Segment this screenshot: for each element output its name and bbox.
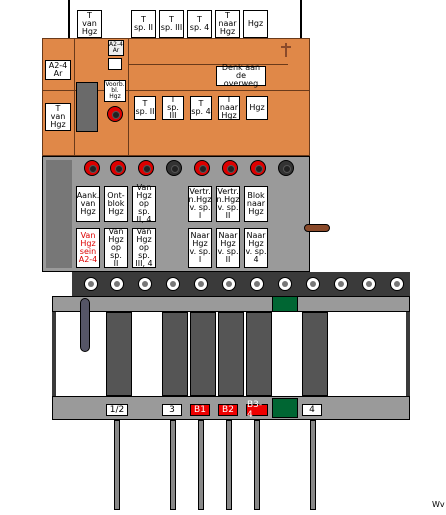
grey-plate: Vertr. n.Hgz v. sp. I [188, 186, 212, 222]
rod-assembly [246, 312, 272, 396]
lever-4[interactable] [166, 277, 180, 291]
top-plate: T sp. 4 [187, 10, 212, 38]
lever-7[interactable] [250, 277, 264, 291]
mid-plate: T naar Hgz [218, 95, 240, 120]
red-button[interactable] [107, 106, 123, 122]
frame-leg [52, 312, 56, 396]
lever-2[interactable] [110, 277, 124, 291]
knob-2[interactable] [110, 160, 126, 176]
grey-plate: Blok naar Hgz [244, 186, 268, 222]
rod-assembly [302, 312, 328, 396]
switch-label: A2-4 Ar [108, 40, 124, 56]
rod [170, 420, 176, 510]
grey-plate: Van Hgz op sp. III, 4 [132, 228, 156, 268]
top-plate: T naar Hgz [215, 10, 240, 38]
grey-plate: Naar Hgz v. sp. 4 [244, 228, 268, 268]
rod-label: 1/2 [106, 404, 128, 416]
mid-plate: Hgz [246, 96, 268, 120]
dark-strip [46, 160, 72, 268]
signature: Wv [432, 500, 445, 509]
green-panel [272, 398, 298, 418]
lever-6[interactable] [222, 277, 236, 291]
rod [114, 420, 120, 510]
crank-handle[interactable] [304, 224, 330, 232]
lever-12[interactable] [390, 277, 404, 291]
rod-label: B3-4 [246, 400, 268, 420]
plate-voorbl: Voorb. bl. Hgz [104, 80, 126, 102]
lever-1[interactable] [84, 277, 98, 291]
grey-plate: Van Hgz sein A2-4 [76, 228, 100, 268]
green-panel [272, 296, 298, 312]
lever-bar [72, 272, 410, 296]
grey-plate: Ont- blok Hgz [104, 186, 128, 222]
lever-9[interactable] [306, 277, 320, 291]
grey-plate: Van Hgz op sp. II [104, 228, 128, 268]
rod-label: B2 [218, 404, 238, 416]
wire [300, 0, 302, 40]
mid-plate: T sp. III [162, 96, 184, 120]
rod-assembly [218, 312, 244, 396]
knob-8[interactable] [278, 160, 294, 176]
grey-plate: Van Hgz op sp. II, 4 [132, 184, 156, 224]
lever-11[interactable] [362, 277, 376, 291]
rod-assembly [106, 312, 132, 396]
lever-3[interactable] [138, 277, 152, 291]
top-plate: T sp. III [159, 10, 184, 38]
knob-6[interactable] [222, 160, 238, 176]
lever-8[interactable] [278, 277, 292, 291]
rod-label: 3 [162, 404, 182, 416]
frame-leg [406, 312, 410, 396]
orange-panel-rail [128, 64, 288, 65]
grey-plate: Naar Hgz v. sp. I [188, 228, 212, 268]
grey-plate: Vertr. n.Hgz v. sp. II [216, 186, 240, 222]
knob-3[interactable] [138, 160, 154, 176]
top-plate: Hgz [243, 10, 268, 38]
knob-5[interactable] [194, 160, 210, 176]
signal-arm-icon [280, 42, 292, 57]
grey-plate: Aank. van Hgz [76, 186, 100, 222]
lower-frame [52, 296, 410, 312]
lever-5[interactable] [194, 277, 208, 291]
orange-panel-rail [42, 90, 310, 91]
rod [254, 420, 260, 510]
lever-10[interactable] [334, 277, 348, 291]
rod [226, 420, 232, 510]
dark-block [76, 82, 98, 132]
plate-denk-aan-de-overweg: Denk aan de overweg [216, 64, 266, 88]
top-plate: T sp. II [131, 10, 156, 38]
plate-t-van-hgz: T van Hgz [45, 103, 71, 131]
mid-plate: T sp. II [134, 96, 156, 120]
rod-label: 4 [302, 404, 322, 416]
wire [68, 0, 70, 40]
rod-assembly [190, 312, 216, 396]
orange-panel-divider [74, 38, 75, 156]
rod-assembly [162, 312, 188, 396]
orange-panel-divider [128, 38, 129, 156]
rod [198, 420, 204, 510]
key-switch[interactable] [108, 58, 122, 70]
plate-a2-4-ar: A2-4 Ar [45, 60, 71, 80]
mid-plate: T sp. 4 [190, 96, 212, 120]
rod [310, 420, 316, 510]
lever-handle[interactable] [80, 298, 90, 352]
knob-4[interactable] [166, 160, 182, 176]
knob-1[interactable] [84, 160, 100, 176]
knob-7[interactable] [250, 160, 266, 176]
top-plate: T van Hgz [77, 10, 102, 38]
rod-label: B1 [190, 404, 210, 416]
grey-plate: Naar Hgz v. sp. II [216, 228, 240, 268]
